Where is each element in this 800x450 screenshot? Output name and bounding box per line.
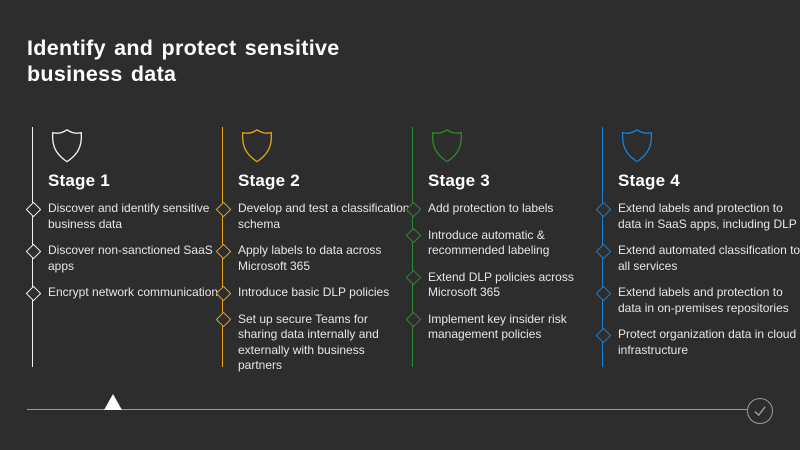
stage-column-2: Stage 2 Develop and test a classificatio… (215, 125, 410, 385)
diamond-bullet-icon (215, 201, 231, 218)
diamond-bullet-icon (405, 270, 421, 286)
stage-item-list: Extend labels and protection to data in … (595, 201, 800, 358)
shield-icon (241, 128, 273, 163)
stage-item-text: Encrypt network communication (48, 285, 219, 300)
stage-item-list: Add protection to labels Introduce autom… (405, 201, 600, 343)
stage-item-text: Introduce automatic & recommended labeli… (428, 227, 550, 258)
stage-item-text: Discover non-sanctioned SaaS apps (48, 243, 213, 273)
diamond-bullet-icon (595, 201, 611, 218)
page-title: Identify and protect sensitive business … (27, 36, 340, 86)
stage-item-list: Develop and test a classification schema… (215, 201, 410, 374)
diamond-bullet-icon (405, 201, 421, 218)
stage-item-text: Apply labels to data across Microsoft 36… (238, 243, 382, 273)
stage-title: Stage 4 (618, 171, 680, 190)
stage-item-text: Discover and identify sensitive business… (48, 201, 210, 231)
diamond-bullet-icon (405, 228, 421, 244)
list-item: Extend automated classification to all s… (595, 243, 800, 274)
check-circle-icon (747, 398, 773, 424)
list-item: Implement key insider risk management po… (405, 311, 600, 343)
list-item: Develop and test a classification schema (215, 201, 410, 232)
stage-item-text: Extend automated classification to all s… (618, 243, 800, 273)
shield-icon (51, 128, 83, 163)
stage-column-4: Stage 4 Extend labels and protection to … (595, 125, 800, 369)
diamond-bullet-icon (595, 285, 611, 302)
list-item: Protect organization data in cloud infra… (595, 327, 800, 358)
diamond-bullet-icon (215, 312, 231, 328)
list-item: Extend DLP policies across Microsoft 365 (405, 269, 600, 301)
diamond-bullet-icon (405, 312, 421, 328)
diamond-bullet-icon (595, 327, 611, 344)
progress-timeline (27, 409, 747, 410)
shield-icon (431, 128, 463, 163)
list-item: Set up secure Teams for sharing data int… (215, 311, 410, 374)
list-item: Discover and identify sensitive business… (25, 201, 220, 232)
stage-column-1: Stage 1 Discover and identify sensitive … (25, 125, 220, 367)
diamond-bullet-icon (595, 243, 611, 260)
stage-item-text: Implement key insider risk management po… (428, 311, 567, 342)
stage-title: Stage 2 (238, 171, 300, 190)
stage-item-text: Add protection to labels (428, 201, 554, 216)
stage-item-text: Protect organization data in cloud infra… (618, 327, 797, 357)
diamond-bullet-icon (25, 201, 41, 218)
stage-item-text: Introduce basic DLP policies (238, 285, 390, 300)
diamond-bullet-icon (25, 285, 41, 302)
diamond-bullet-icon (215, 243, 231, 260)
stage-item-list: Discover and identify sensitive business… (25, 201, 220, 302)
stage-column-3: Stage 3 Add protection to labels Introdu… (405, 125, 600, 367)
stage-title: Stage 1 (48, 171, 110, 190)
stage-3-vertical-line (412, 127, 413, 367)
list-item: Introduce automatic & recommended labeli… (405, 227, 600, 259)
list-item: Discover non-sanctioned SaaS apps (25, 243, 220, 274)
list-item: Encrypt network communication (25, 285, 220, 302)
list-item: Extend labels and protection to data in … (595, 201, 800, 232)
stage-title: Stage 3 (428, 171, 490, 190)
shield-icon (621, 128, 653, 163)
list-item: Introduce basic DLP policies (215, 285, 410, 302)
list-item: Add protection to labels (405, 201, 600, 218)
diamond-bullet-icon (215, 285, 231, 302)
list-item: Extend labels and protection to data in … (595, 285, 800, 316)
stage-item-text: Extend DLP policies across Microsoft 365 (428, 269, 574, 300)
stage-item-text: Develop and test a classification schema (238, 201, 410, 231)
list-item: Apply labels to data across Microsoft 36… (215, 243, 410, 274)
stage-item-text: Extend labels and protection to data in … (618, 201, 797, 231)
stage-item-text: Extend labels and protection to data in … (618, 285, 789, 315)
stage-item-text: Set up secure Teams for sharing data int… (238, 311, 379, 373)
triangle-marker (104, 394, 122, 410)
diamond-bullet-icon (25, 243, 41, 260)
